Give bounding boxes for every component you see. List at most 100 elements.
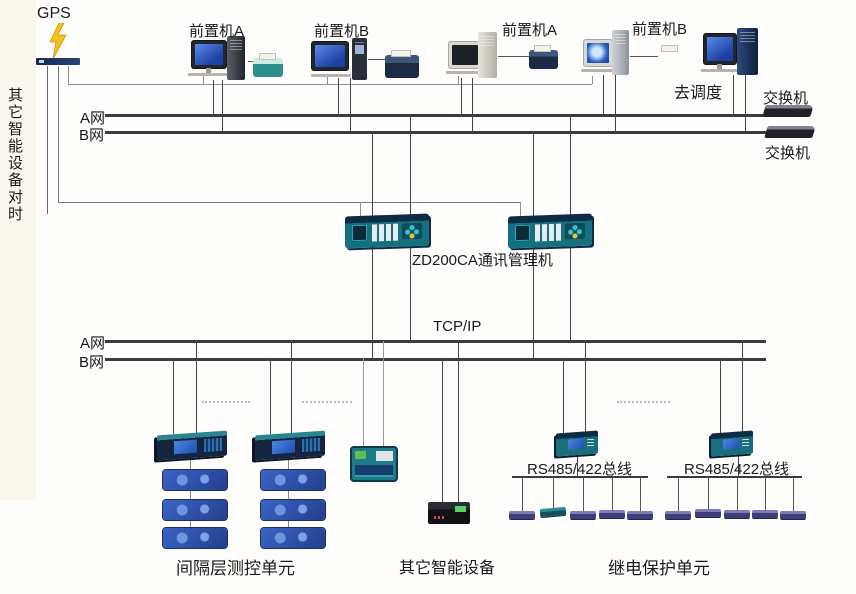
io-module-icon: [163, 528, 227, 548]
workstation-monitor-icon: [449, 42, 481, 68]
comm-manager-label: ZD200CA通讯管理机: [412, 252, 553, 269]
network-bus-b-top: [105, 131, 766, 134]
monitor-stand-icon: [206, 68, 211, 73]
bay-drop-line: [291, 341, 292, 434]
bay-drop-line: [270, 358, 271, 434]
relay-module-icon: [724, 510, 750, 518]
ellipsis-separator: [617, 401, 670, 403]
background-tint: [0, 0, 36, 500]
intelligent-device-icon: [352, 448, 396, 480]
gps-sync-line: [58, 202, 520, 203]
rs485-bus-left-label: RS485/422总线: [527, 461, 633, 478]
network-bus-a-top: [105, 114, 763, 117]
ws-drop-line: [603, 75, 604, 115]
ws-sync-stub: [327, 76, 328, 84]
gps-label: GPS: [37, 5, 71, 22]
tower-icon: [478, 32, 497, 78]
relay-drop-line: [612, 477, 613, 511]
relay-module-icon: [599, 510, 625, 518]
relay-drop-line: [708, 477, 709, 511]
tower-icon: [612, 30, 629, 75]
relay-module-icon: [570, 511, 596, 519]
relay-drop-line: [583, 477, 584, 511]
other-devices-label: 其它智能设备: [399, 560, 496, 577]
conv-drop-line: [585, 341, 586, 433]
frontend-a1-label: 前置机A: [189, 23, 245, 40]
keyboard-icon: [188, 73, 228, 76]
printer-icon: [253, 54, 283, 77]
ws-drop-line: [733, 75, 734, 115]
frontend-a2-label: 前置机A: [502, 22, 558, 39]
printer-link-line: [498, 56, 530, 57]
bay-drop-line: [173, 358, 174, 434]
lightning-bolt-icon: [49, 23, 67, 60]
rs485-bus-left-line: [512, 476, 648, 478]
frontend-b1-label: 前置机B: [314, 23, 370, 40]
relay-drop-line: [640, 477, 641, 511]
printer-link-line: [368, 59, 385, 60]
comm-manager-icon: [508, 213, 592, 249]
relay-drop-line: [793, 477, 794, 511]
tower-icon: [352, 38, 367, 80]
ws-drop-line: [745, 75, 746, 132]
frontend-b2-label: 前置机B: [632, 21, 688, 38]
ws-drop-line: [213, 80, 214, 115]
bay-chain-line: [288, 520, 289, 529]
bay-chain-line: [288, 490, 289, 501]
other-drop-line: [458, 341, 459, 503]
keyboard-icon: [446, 71, 486, 74]
workstation-monitor-icon: [192, 41, 226, 68]
io-module-icon: [261, 470, 325, 490]
ws-sync-stub: [592, 76, 593, 84]
bay-control-unit-icon: [157, 430, 227, 461]
top-bus-a-label: A网: [80, 110, 106, 127]
tower-icon: [737, 28, 758, 75]
bay-chain-line: [288, 459, 289, 471]
relay-drop-line: [553, 477, 554, 511]
intelligent-device-icon: [428, 502, 470, 524]
conv-drop-line: [720, 358, 721, 433]
ethernet-switch-icon: [764, 126, 816, 138]
tower-icon: [227, 36, 245, 80]
workstation-monitor-icon: [584, 40, 612, 66]
keyboard-icon: [581, 69, 617, 72]
relay-units-label: 继电保护单元: [608, 559, 710, 578]
relay-module-icon: [627, 511, 653, 519]
relay-module-icon: [509, 511, 535, 519]
relay-module-icon: [695, 509, 721, 517]
relay-module-icon: [539, 506, 567, 518]
ellipsis-separator: [302, 401, 352, 403]
conv-stub-line: [577, 450, 578, 477]
other-drop-line: [442, 358, 443, 503]
ws-sync-stub: [458, 76, 459, 84]
bay-units-label: 间隔层测控单元: [176, 559, 295, 578]
time-sync-dangle-line: [47, 66, 48, 214]
ellipsis-separator: [202, 401, 250, 403]
gps-clock-icon: [36, 58, 80, 65]
relay-drop-line: [522, 477, 523, 511]
keyboard-icon: [701, 69, 739, 72]
bay-chain-line: [190, 490, 191, 501]
relay-drop-line: [678, 477, 679, 511]
conv-stub-line: [738, 450, 739, 477]
ws-drop-line: [615, 75, 616, 132]
relay-drop-line: [737, 477, 738, 511]
other-drop-line: [363, 358, 364, 449]
time-sync-note: 其它智能设备对时: [6, 87, 23, 223]
bay-control-unit-icon: [255, 430, 325, 461]
protocol-converter-icon: [556, 430, 598, 457]
printer-icon: [385, 51, 419, 78]
gps-stub-line: [68, 66, 69, 85]
comm-manager-icon: [345, 213, 429, 249]
ws-drop-line: [338, 78, 339, 115]
bay-drop-line: [196, 341, 197, 434]
switch-bottom-label: 交换机: [765, 145, 811, 162]
io-module-icon: [163, 500, 227, 520]
protocol-converter-icon: [711, 430, 753, 457]
network-bus-b-bottom: [105, 358, 766, 361]
printer-icon: [529, 46, 558, 69]
gps-drop-line: [520, 202, 521, 218]
relay-module-icon: [752, 510, 778, 518]
ws-drop-line: [222, 80, 223, 132]
